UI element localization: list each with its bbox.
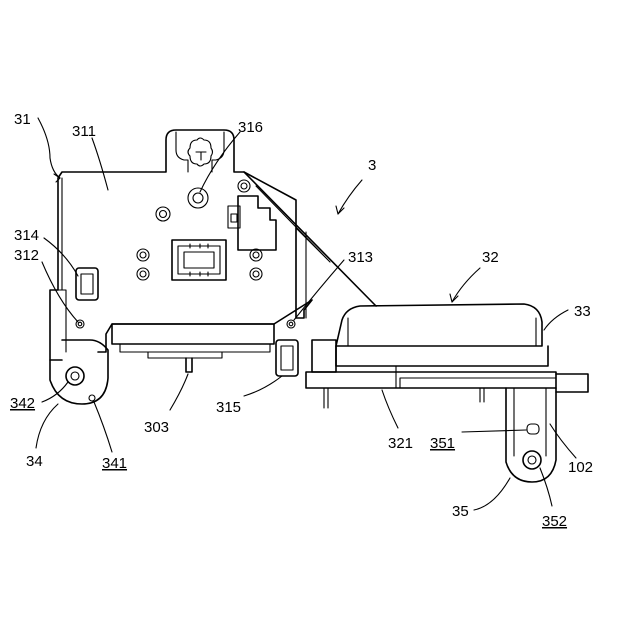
- leader-314: [44, 238, 78, 276]
- hole-313-inner: [289, 322, 293, 326]
- hole-352-outer: [523, 451, 541, 469]
- label-342: 342: [10, 395, 35, 412]
- connector-pins: [184, 244, 214, 276]
- hole-316-inner: [193, 193, 203, 203]
- leader-32: [452, 268, 480, 302]
- slot-351: [527, 424, 539, 434]
- label-311: 311: [72, 123, 96, 140]
- hole-c-inner: [140, 252, 146, 258]
- hole-b-outer: [238, 180, 250, 192]
- leader-31: [38, 118, 60, 178]
- ledge-detail: [120, 344, 270, 352]
- hole-d-inner: [140, 271, 146, 277]
- connector-303-pin: [186, 358, 192, 372]
- leader-315: [244, 376, 282, 396]
- hole-c-outer: [137, 249, 149, 261]
- left-bracket-piece: [312, 340, 336, 372]
- hole-a-inner: [160, 211, 167, 218]
- bottom-ledge: [112, 324, 274, 344]
- label-102: 102: [568, 459, 593, 476]
- hole-312-inner: [78, 322, 82, 326]
- slot-314-outer: [76, 268, 98, 300]
- hole-a-outer: [156, 207, 170, 221]
- label-33: 33: [574, 303, 591, 320]
- hole-342-inner: [71, 372, 79, 380]
- label-351: 351: [430, 435, 455, 452]
- left-foot-34: [50, 340, 108, 404]
- hole-f-outer: [250, 268, 262, 280]
- connector-303: [148, 352, 222, 372]
- base-detail: [396, 366, 556, 388]
- hole-352-inner: [528, 456, 536, 464]
- leader-3: [338, 180, 362, 214]
- hole-e-outer: [250, 249, 262, 261]
- base-tab-right: [556, 374, 588, 392]
- terminal-outline: [238, 196, 276, 250]
- pin-left: [324, 388, 328, 408]
- leader-311: [92, 138, 108, 190]
- label-321: 321: [388, 435, 413, 452]
- leader-312: [42, 262, 78, 322]
- connector-303-body: [148, 352, 222, 358]
- label-313: 313: [348, 249, 373, 266]
- terminal-slot: [231, 214, 237, 222]
- clover-inner: [196, 152, 206, 160]
- label-3: 3: [368, 157, 376, 174]
- leader-313: [294, 260, 344, 320]
- label-303: 303: [144, 419, 169, 436]
- leader-102: [550, 424, 576, 458]
- label-312: 312: [14, 247, 39, 264]
- leader-34: [36, 404, 58, 448]
- label-34: 34: [26, 453, 43, 470]
- slot-315-outer: [276, 340, 298, 376]
- label-352: 352: [542, 513, 567, 530]
- hole-341: [89, 395, 95, 401]
- gusset-edge: [244, 172, 376, 306]
- label-31: 31: [14, 111, 31, 128]
- label-32: 32: [482, 249, 499, 266]
- slot-314: [76, 268, 98, 300]
- pin-mid: [480, 388, 484, 402]
- label-316: 316: [238, 119, 263, 136]
- hole-f-inner: [253, 271, 259, 277]
- center-connector: [172, 240, 226, 280]
- hole-d-outer: [137, 268, 149, 280]
- leader-341: [94, 402, 112, 452]
- foot-35-edges: [514, 388, 546, 456]
- housing-top: [336, 304, 542, 346]
- leader-321: [382, 390, 398, 428]
- right-foot-35: [506, 388, 556, 482]
- hole-313: [287, 320, 295, 328]
- arrowheads: [54, 174, 458, 302]
- housing-mid: [336, 346, 548, 366]
- slot-314-inner: [81, 274, 93, 294]
- slot-315: [276, 340, 298, 376]
- hole-b-inner: [241, 183, 247, 189]
- reference-labels: 31 311 316 3 314 312 313 32 33 342 34 34…: [10, 111, 593, 530]
- hole-342-outer: [66, 367, 84, 385]
- label-341: 341: [102, 455, 127, 472]
- bracket-plate-31: [50, 130, 376, 360]
- label-35: 35: [452, 503, 469, 520]
- leader-35: [474, 478, 510, 510]
- base-plate: [306, 372, 556, 388]
- leader-33: [544, 310, 568, 330]
- leader-303: [170, 374, 188, 410]
- terminal-block: [228, 196, 276, 250]
- plate-outline: [50, 130, 312, 360]
- housing-edges: [348, 318, 536, 346]
- leader-351: [462, 430, 526, 432]
- label-315: 315: [216, 399, 241, 416]
- foot-34-outline: [50, 340, 108, 404]
- label-314: 314: [14, 227, 39, 244]
- slot-315-inner: [281, 346, 293, 370]
- plate-holes: [76, 180, 295, 328]
- hole-e-inner: [253, 252, 259, 258]
- hole-316-outer: [188, 188, 208, 208]
